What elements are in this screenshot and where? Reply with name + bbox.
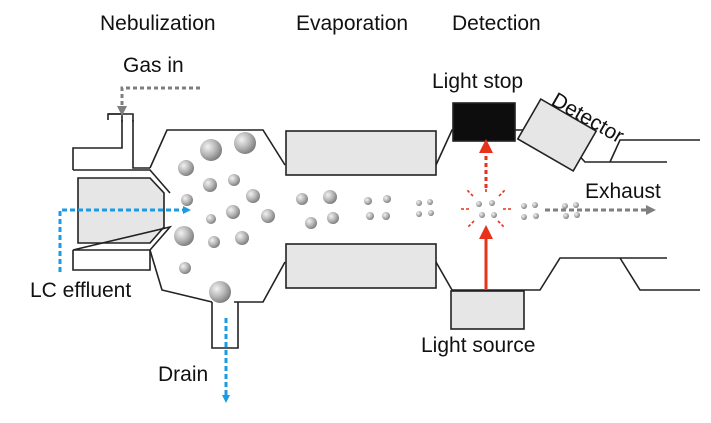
droplet [178,160,194,176]
section-evaporation-label: Evaporation [296,12,408,35]
particle [479,212,485,218]
gas-in-arrow [117,86,200,116]
nozzle-outer-shell [72,169,173,251]
drain-label: Drain [158,363,208,386]
nebulizer-chamber [72,113,286,349]
light-stop [452,102,516,142]
droplet [383,195,391,203]
droplet [416,200,422,206]
particle [489,200,495,206]
light-stop-label: Light stop [432,70,523,93]
lc-effluent-label: LC effluent [30,279,131,302]
particle [521,214,527,220]
particle [574,212,580,218]
droplet [261,209,275,223]
evaporation-block-bottom [285,243,437,289]
droplet [228,174,240,186]
droplet [234,132,256,154]
light-scatter-burst [460,183,513,229]
particle [491,212,497,218]
particle [521,203,527,209]
droplet [296,193,308,205]
analyte-particles [476,200,580,220]
droplet [366,212,374,220]
droplet [206,214,216,224]
droplet [235,231,249,245]
droplet [428,210,434,216]
droplet [226,205,240,219]
droplet [382,212,390,220]
light-source [450,290,525,330]
exhaust-label: Exhaust [585,180,661,203]
evaporating-droplets [296,190,434,229]
droplet [181,194,193,206]
gas-in-label: Gas in [123,54,184,77]
droplet [416,211,422,217]
detection-chamber [435,129,700,291]
detector [516,97,598,173]
droplet [323,190,337,204]
particle [563,213,569,219]
droplet [364,197,372,205]
droplet [203,178,217,192]
particle [562,203,568,209]
lc-effluent-arrow [58,206,191,272]
droplet [200,139,222,161]
section-nebulization-label: Nebulization [100,12,216,35]
droplet [327,212,339,224]
droplet [174,226,194,246]
particle [476,201,482,207]
droplet [209,281,231,303]
particle [532,202,538,208]
section-detection-label: Detection [452,12,541,35]
light-source-label: Light source [421,334,535,357]
droplet [246,189,260,203]
evaporation-block-top [285,130,437,176]
droplet [427,199,433,205]
droplet [208,236,220,248]
droplet [305,217,317,229]
particle [573,202,579,208]
droplet [179,262,191,274]
particle [533,213,539,219]
nebulized-droplets [174,132,275,303]
